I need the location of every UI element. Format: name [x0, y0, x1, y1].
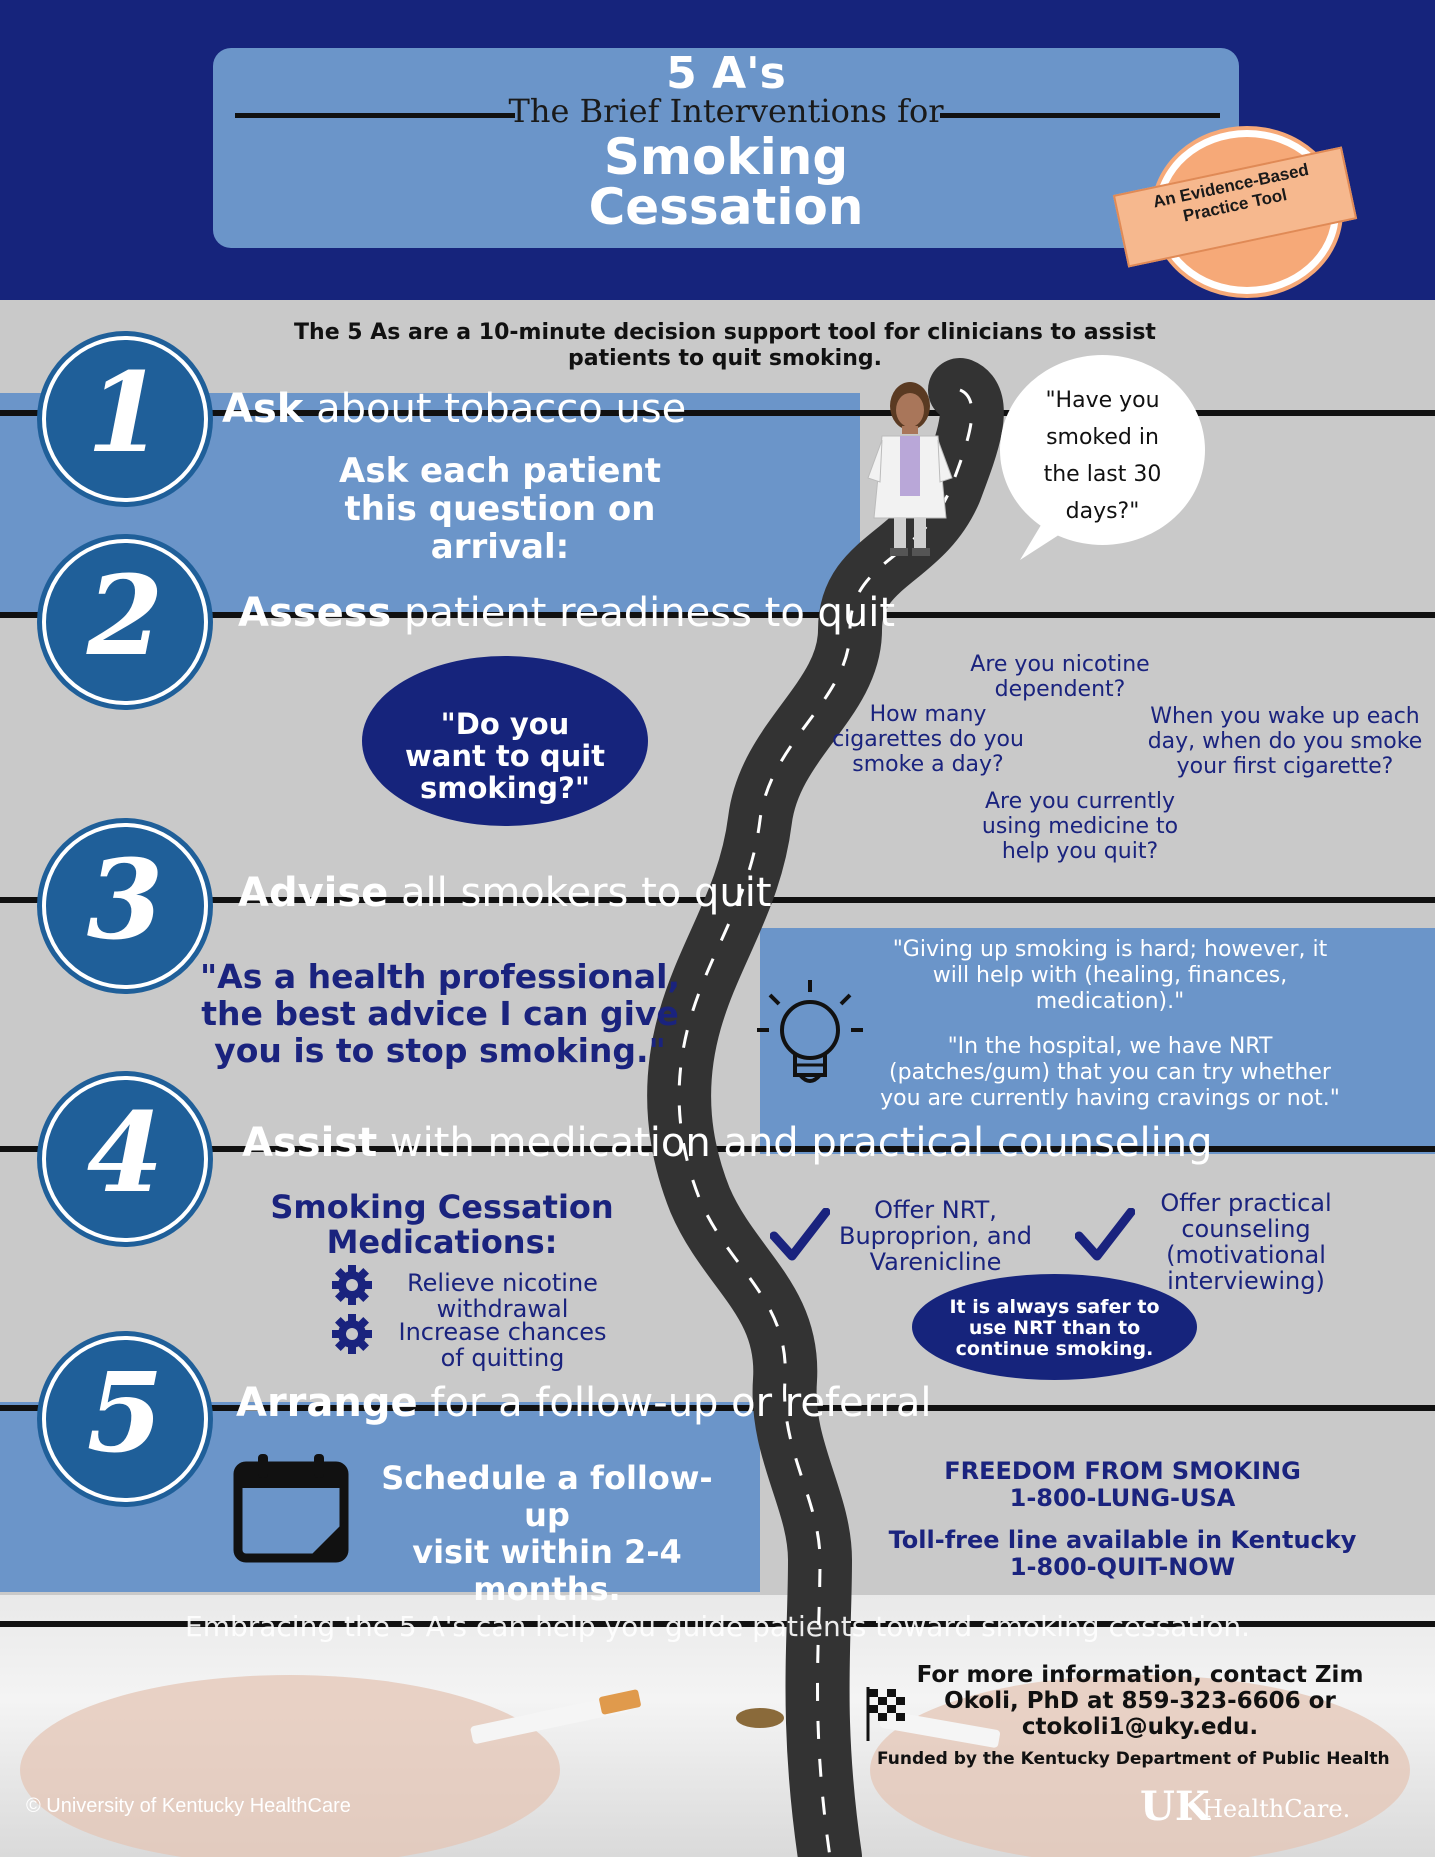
- speech-bubble-tail: [1020, 510, 1082, 560]
- step-4-number: 4: [86, 1088, 164, 1217]
- assess-q-nicotine-dependent: Are you nicotine dependent?: [970, 652, 1150, 702]
- title-divider-right: [940, 113, 1220, 118]
- title-5as: 5 A's: [666, 48, 786, 99]
- checkered-flag-icon: [866, 1687, 905, 1741]
- assess-q-cigarettes-per-day: How many cigarettes do you smoke a day?: [832, 702, 1024, 777]
- checkmark-icon: [770, 1208, 830, 1261]
- advise-tip-nrt: "In the hospital, we have NRT (patches/g…: [880, 1034, 1340, 1111]
- title-banner: [213, 48, 1239, 248]
- step-5-heading: Arrange for a follow-up or referral: [236, 1380, 932, 1426]
- advise-tip-band: [760, 928, 1435, 1154]
- title-subtitle: The Brief Interventions for: [508, 92, 944, 130]
- line-step2: [0, 612, 1435, 618]
- uk-logo-mark: UK: [1140, 1783, 1210, 1830]
- assess-question-text: "Do you want to quit smoking?": [404, 707, 606, 805]
- step-1-heading: Ask about tobacco use: [222, 386, 687, 432]
- lightbulb-icon: [757, 980, 863, 1083]
- assess-q-medicine: Are you currently using medicine to help…: [981, 789, 1179, 864]
- footer-funded-by: Funded by the Kentucky Department of Pub…: [877, 1749, 1390, 1769]
- footer-tagline: Embracing the 5 A's can help you guide p…: [185, 1610, 1250, 1643]
- line-footer: [0, 1621, 1435, 1627]
- speech-bubble: [1000, 355, 1205, 545]
- nrt-safer-text: It is always safer to use NRT than to co…: [949, 1296, 1160, 1360]
- step-4-circle: 4: [42, 1076, 208, 1242]
- advise-tip-healing: "Giving up smoking is hard; however, it …: [892, 937, 1328, 1014]
- footer-copyright: © University of Kentucky HealthCare: [26, 1795, 351, 1817]
- medications-title: Smoking Cessation Medications:: [270, 1188, 614, 1261]
- step-1-circle: 1: [42, 336, 208, 502]
- intro-text: The 5 As are a 10-minute decision suppor…: [294, 320, 1156, 371]
- doctor-illustration: [867, 382, 953, 556]
- gear-icon: [332, 1265, 372, 1305]
- line-step4: [0, 1146, 1435, 1152]
- step-5-number: 5: [86, 1348, 164, 1477]
- medication-increase-chances: Increase chances of quitting: [398, 1318, 607, 1372]
- step-3-circle: 3: [42, 823, 208, 989]
- step-2-number: 2: [86, 551, 164, 680]
- medication-relieve-withdrawal: Relieve nicotine withdrawal: [407, 1269, 598, 1323]
- title-cessation: Cessation: [588, 178, 864, 236]
- step-5-circle: 5: [42, 1336, 208, 1502]
- gear-icon: [332, 1314, 372, 1354]
- calendar-icon: [233, 1454, 349, 1563]
- step-3-heading: Advise all smokers to quit: [238, 870, 772, 916]
- title-smoking: Smoking: [603, 128, 849, 186]
- step-4-heading: Assist with medication and practical cou…: [242, 1120, 1213, 1166]
- offer-nrt: Offer NRT, Buproprion, and Varenicline: [838, 1196, 1032, 1276]
- hotline-freedom-from-smoking: FREEDOM FROM SMOKING 1-800-LUNG-USA: [944, 1457, 1301, 1512]
- advise-quote: "As a health professional, the best advi…: [199, 957, 680, 1070]
- assess-q-first-cigarette: When you wake up each day, when do you s…: [1147, 704, 1423, 779]
- step-1-number: 1: [86, 348, 164, 477]
- step-2-circle: 2: [42, 539, 208, 705]
- title-divider-left: [235, 113, 515, 118]
- line-step1: [0, 410, 1435, 416]
- step-3-number: 3: [86, 835, 164, 964]
- footer-contact: For more information, contact Zim Okoli,…: [916, 1662, 1364, 1740]
- hotline-kentucky: Toll-free line available in Kentucky 1-8…: [888, 1526, 1357, 1581]
- nrt-safer-oval: [912, 1274, 1197, 1380]
- schedule-followup: Schedule a follow-up visit within 2-4 mo…: [381, 1459, 713, 1608]
- checkmark-icon: [1075, 1208, 1135, 1261]
- line-step5: [0, 1405, 1435, 1411]
- offer-counseling: Offer practical counseling (motivational…: [1160, 1189, 1332, 1295]
- assess-question-oval: [362, 656, 648, 826]
- hands-cigarette-illustration: [20, 1675, 1410, 1857]
- ask-instruction: Ask each patient this question on arriva…: [339, 451, 661, 567]
- step-2-heading: Assess patient readiness to quit: [238, 590, 896, 636]
- speech-bubble-text: "Have you smoked in the last 30 days?": [1043, 388, 1162, 524]
- uk-healthcare-logo-text: HealthCare.: [1202, 1795, 1351, 1823]
